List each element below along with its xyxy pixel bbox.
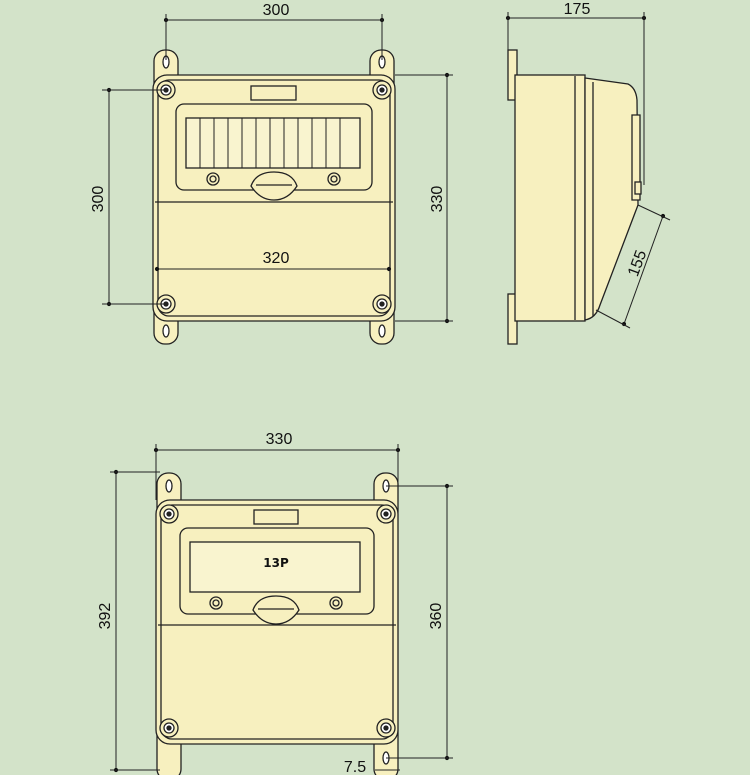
enclosure-base-side xyxy=(514,74,586,322)
latch-icon xyxy=(250,171,298,201)
front-view xyxy=(152,49,396,345)
bottom-width-top-label: 330 xyxy=(266,431,293,448)
bottom-offset-label: 7.5 xyxy=(344,759,366,775)
side-view xyxy=(507,49,642,345)
breaker-window xyxy=(185,117,361,169)
front-middle-width-label: 320 xyxy=(263,250,290,267)
front-width-top-label: 300 xyxy=(263,2,290,19)
side-slant-label: 155 xyxy=(625,248,650,279)
screw-icon xyxy=(327,172,341,186)
bottom-dimensions xyxy=(110,444,453,773)
breaker-window xyxy=(189,541,361,593)
front-height-right-label: 330 xyxy=(429,186,446,213)
screw-icon xyxy=(329,596,343,610)
bottom-height-right-label: 360 xyxy=(428,603,445,630)
side-dimensions xyxy=(505,12,671,329)
window-label: 13P xyxy=(263,556,289,570)
bottom-view xyxy=(155,472,399,775)
label-plate xyxy=(253,509,299,525)
label-plate xyxy=(250,85,297,101)
screw-icon xyxy=(206,172,220,186)
side-depth-label: 175 xyxy=(564,1,591,18)
screw-icon xyxy=(209,596,223,610)
bottom-height-left-label: 392 xyxy=(97,603,114,630)
corner-screws xyxy=(159,504,396,738)
front-height-left-label: 300 xyxy=(90,186,107,213)
latch-icon xyxy=(252,595,300,625)
front-dimensions xyxy=(102,14,453,324)
